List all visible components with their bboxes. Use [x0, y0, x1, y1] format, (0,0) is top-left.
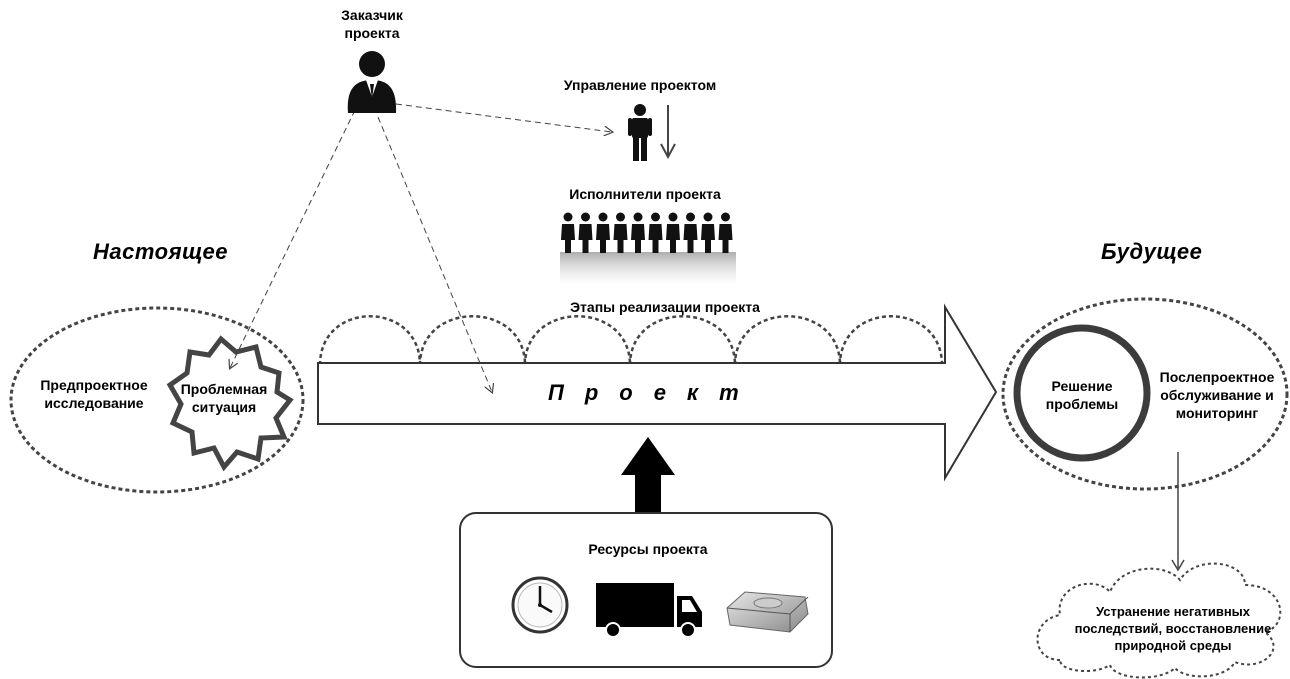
team-member-icon	[631, 212, 645, 253]
post-project-ellipse	[1001, 297, 1289, 491]
team-member-icon	[613, 212, 628, 253]
team-member-icon	[718, 212, 733, 253]
management-label: Управление проектом	[563, 77, 717, 93]
team-member-icon	[666, 212, 680, 253]
executors-label: Исполнители проекта	[569, 186, 721, 202]
project-label: Проект	[548, 380, 760, 405]
customer-person-icon	[347, 51, 397, 113]
resources-label: Ресурсы проекта	[588, 541, 708, 557]
truck-icon	[596, 583, 702, 638]
customer-to-project-arrow	[377, 116, 492, 392]
resources-up-arrow	[621, 437, 675, 514]
pre-research-label: Предпроектное исследование	[40, 377, 148, 411]
stages-label: Этапы реализации проекта	[570, 299, 760, 315]
post-to-cloud-head	[1171, 559, 1185, 572]
team-member-icon	[648, 212, 663, 253]
elimination-cloud	[1036, 562, 1282, 679]
team-member-icon	[596, 212, 610, 253]
team-reflection	[560, 252, 736, 286]
team-people-icon	[561, 212, 733, 253]
manager-person-icon	[628, 104, 652, 161]
problem-label: Проблемная ситуация	[180, 381, 268, 415]
team-member-icon	[701, 212, 715, 253]
customer-to-management-arrow	[395, 103, 612, 132]
present-label: Настоящее	[93, 239, 229, 264]
solution-circle	[1013, 324, 1151, 462]
problem-starburst	[166, 335, 294, 472]
team-member-icon	[578, 212, 593, 253]
pre-project-ellipse	[9, 306, 305, 494]
team-member-icon	[561, 212, 575, 253]
stage-arcs	[318, 315, 944, 366]
solution-label: Решение проблемы	[1045, 378, 1119, 412]
team-member-icon	[683, 212, 698, 253]
customer-to-problem-arrow	[230, 109, 356, 368]
clock-icon	[511, 576, 569, 634]
management-down-head	[660, 143, 676, 160]
elimination-label: Устранение негативных последствий, восст…	[1074, 604, 1272, 653]
future-label: Будущее	[1101, 239, 1203, 264]
post-project-label: Послепроектное обслуживание и мониторинг	[1159, 369, 1275, 421]
project-arrow	[317, 303, 998, 482]
customer-label: Заказчик проекта	[341, 7, 403, 41]
money-icon	[726, 591, 809, 633]
